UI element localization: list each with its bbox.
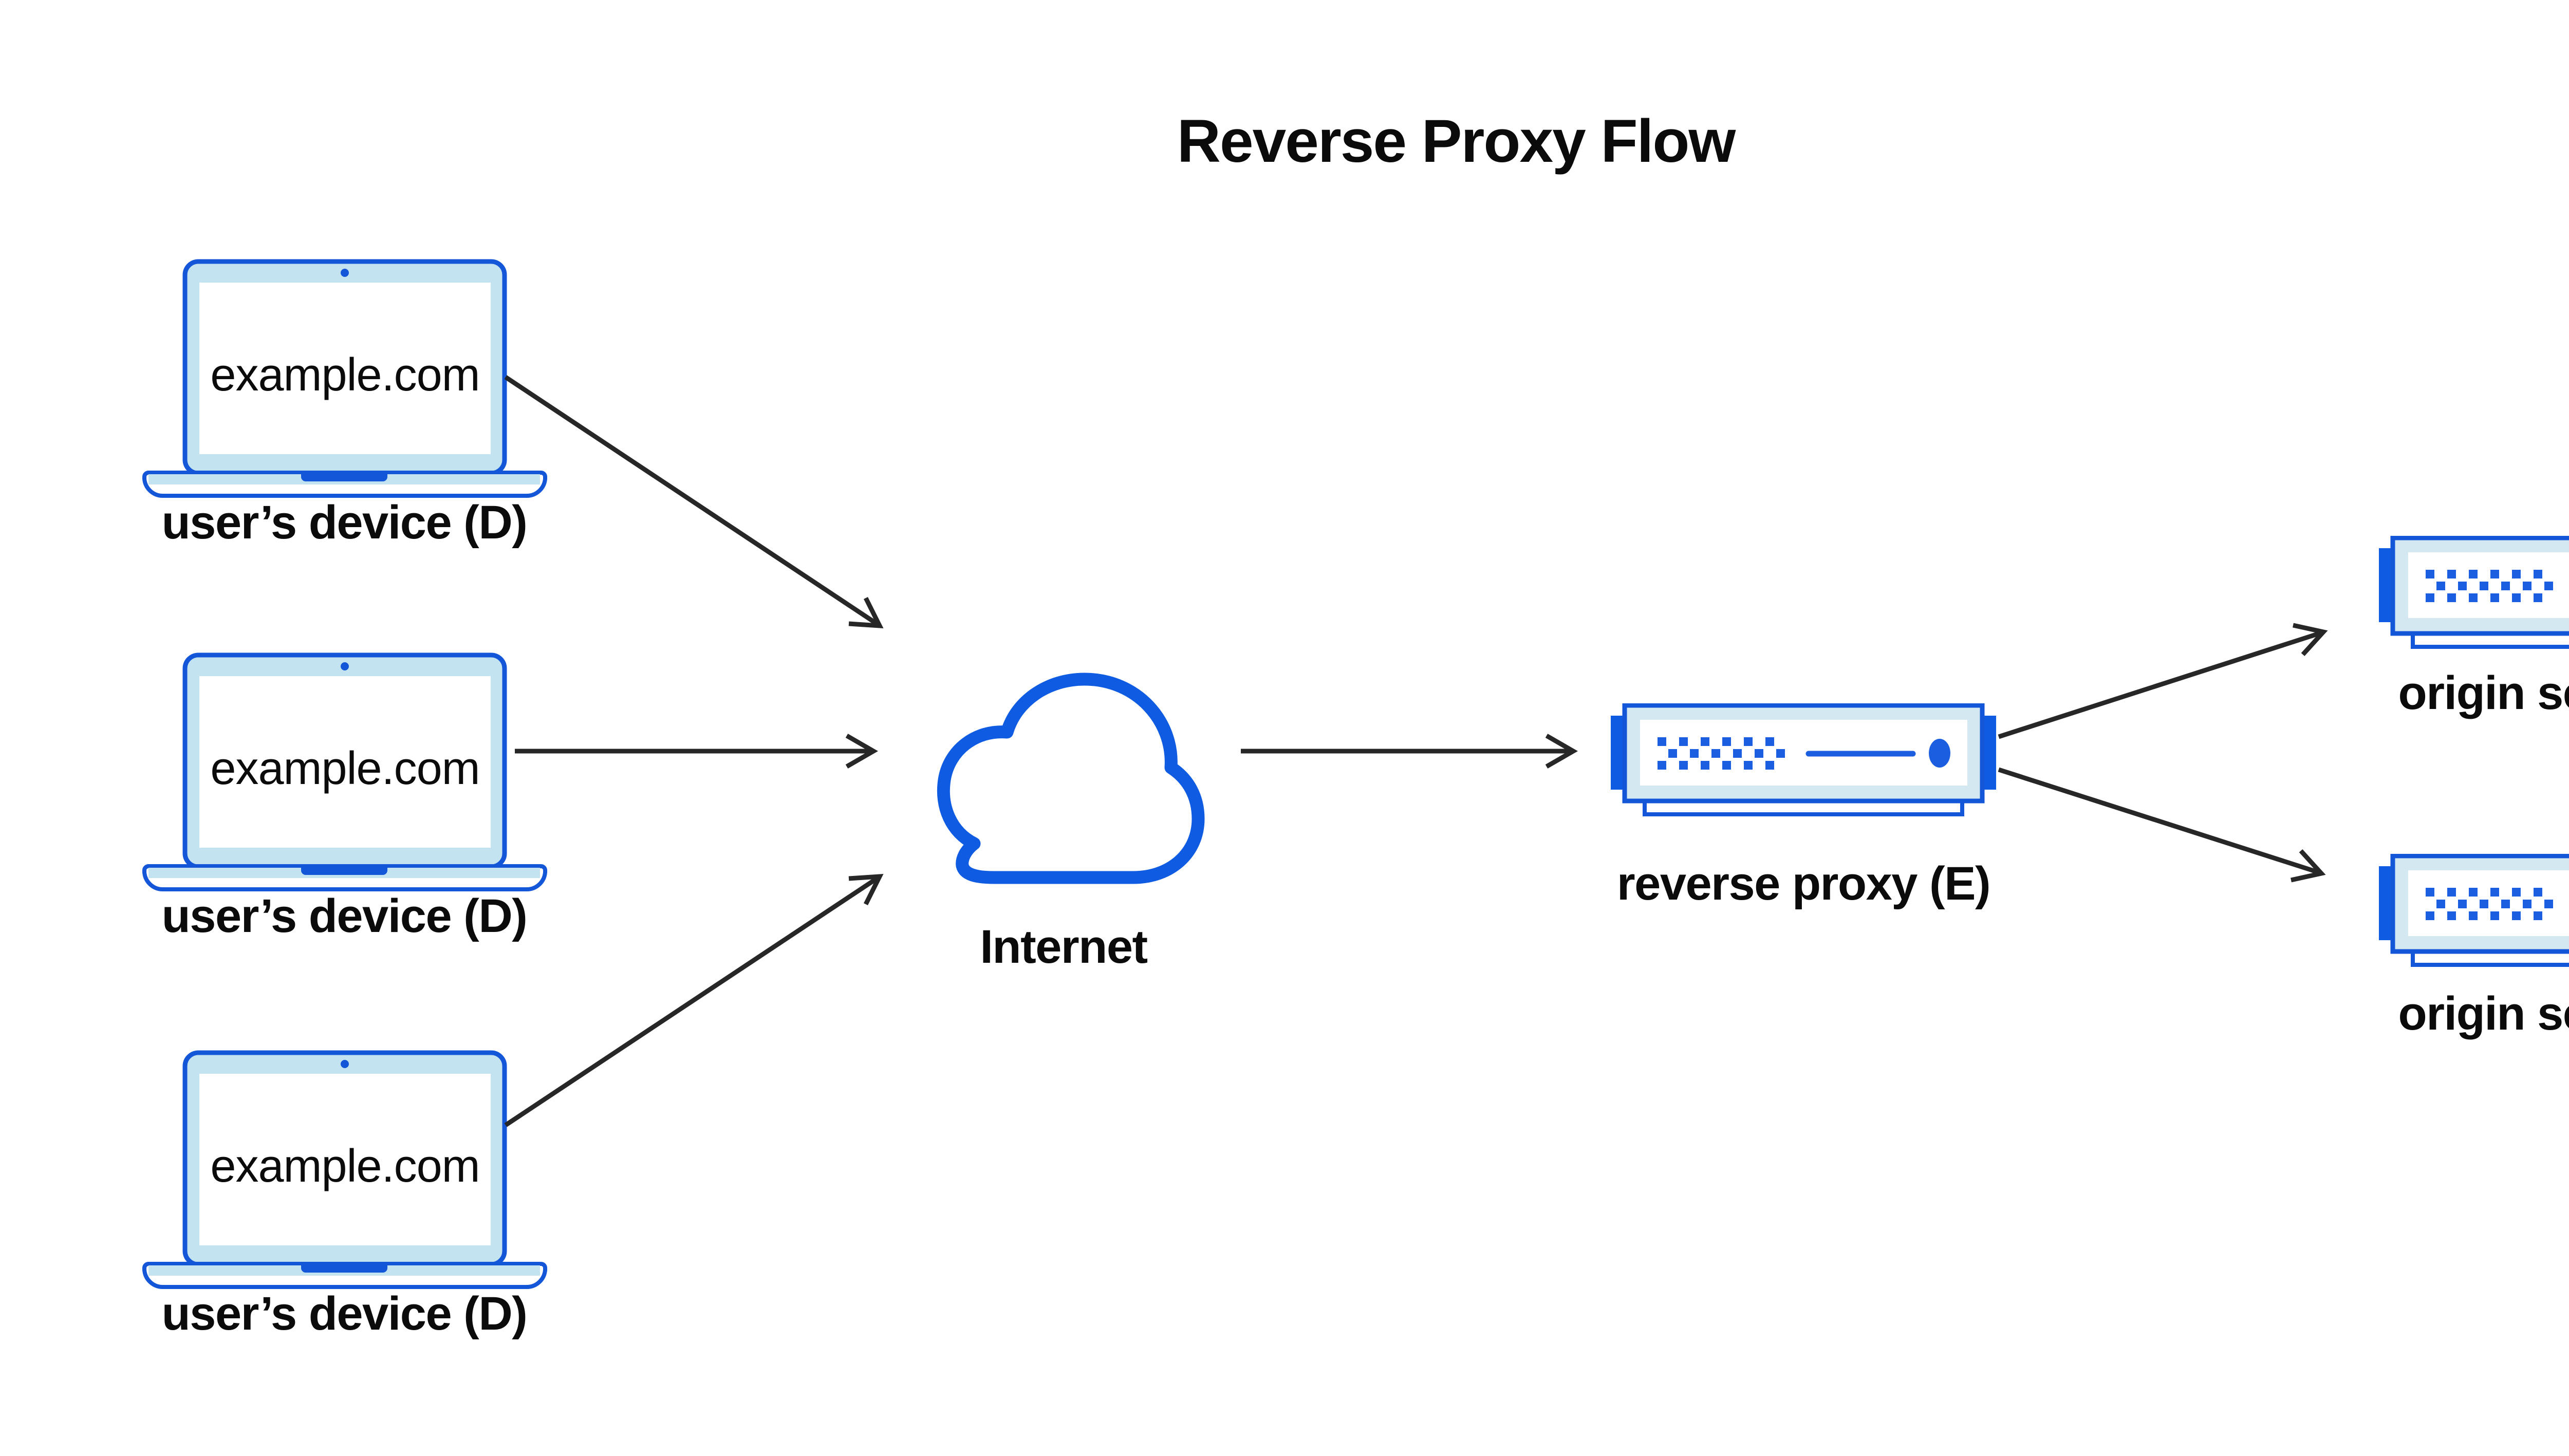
cloud-icon — [937, 673, 1205, 884]
server-icon — [2379, 536, 2569, 649]
camera-dot-icon — [341, 662, 349, 670]
reverse-proxy-label: reverse proxy (E) — [1616, 857, 1991, 910]
server-icon — [2379, 854, 2569, 967]
device-label: user’s device (D) — [161, 890, 528, 942]
vent-pattern-icon — [1658, 737, 1785, 770]
arrow-device2-to-internet — [515, 734, 879, 769]
user-device-node-3: example.com user’s device (D) — [141, 1050, 547, 1340]
internet-label: Internet — [980, 921, 1148, 973]
camera-dot-icon — [341, 269, 349, 277]
device-screen-text: example.com — [210, 349, 480, 401]
origin-server-node-2 — [2379, 854, 2569, 968]
hinge-notch-icon — [301, 866, 387, 875]
hinge-notch-icon — [301, 473, 387, 481]
origin-server-node-1 — [2379, 536, 2569, 650]
user-device-node-1: example.com user’s device (D) — [141, 259, 547, 549]
device-screen-text: example.com — [210, 1141, 480, 1192]
device-label: user’s device (D) — [161, 496, 528, 549]
laptop-icon — [142, 259, 547, 498]
camera-dot-icon — [341, 1060, 349, 1068]
vent-pattern-icon — [2426, 570, 2553, 602]
origin-server-label-1: origin server (F) — [2398, 667, 2569, 719]
user-device-node-2: example.com user’s device (D) — [141, 652, 547, 942]
arrow-device3-to-internet — [504, 873, 884, 1127]
laptop-icon — [142, 1050, 547, 1289]
device-label: user’s device (D) — [161, 1287, 528, 1340]
arrow-proxy-to-origin1 — [1998, 623, 2328, 739]
page-title: Reverse Proxy Flow — [1177, 107, 1736, 175]
vent-pattern-icon — [2426, 888, 2553, 920]
server-power-dot-icon — [1929, 739, 1950, 768]
laptop-icon — [142, 652, 547, 891]
arrow-device1-to-internet — [504, 375, 884, 629]
device-screen-text: example.com — [210, 743, 480, 794]
arrow-proxy-to-origin2 — [1998, 767, 2326, 883]
internet-node — [915, 654, 1213, 885]
arrow-internet-to-proxy — [1241, 734, 1578, 769]
origin-server-label-2: origin server (F) — [2398, 987, 2569, 1040]
server-icon — [1611, 703, 1996, 816]
hinge-notch-icon — [301, 1264, 387, 1273]
reverse-proxy-node — [1611, 703, 1996, 817]
